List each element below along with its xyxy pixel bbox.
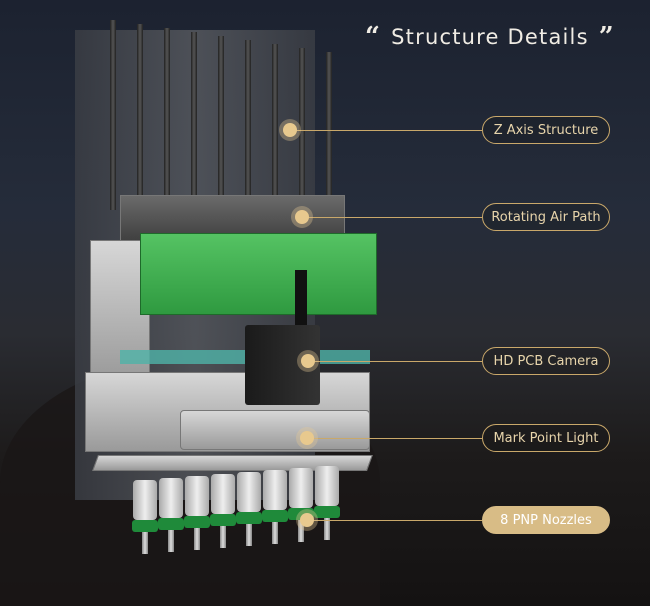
callout-label[interactable]: Z Axis Structure [482, 116, 610, 144]
z-axis-rod [272, 44, 278, 210]
callout-leader-line [307, 438, 482, 439]
callout-leader-line [307, 520, 482, 521]
callout-label[interactable]: Mark Point Light [482, 424, 610, 452]
pnp-nozzle [262, 470, 288, 544]
z-axis-rod [245, 40, 251, 210]
close-quote-icon: ” [598, 22, 615, 52]
z-axis-rod [191, 32, 197, 210]
pnp-nozzle [288, 468, 314, 542]
mark-light-ring [180, 410, 370, 450]
z-axis-rod [110, 20, 116, 210]
open-quote-icon: “ [365, 22, 382, 52]
callout-hotspot-dot[interactable] [301, 354, 315, 368]
callout-hotspot-dot[interactable] [300, 513, 314, 527]
z-axis-rod [218, 36, 224, 210]
callout-leader-line [290, 130, 482, 131]
callout-label[interactable]: HD PCB Camera [482, 347, 610, 375]
pnp-nozzle [132, 480, 158, 554]
pnp-nozzle [236, 472, 262, 546]
z-axis-rod [299, 48, 305, 210]
callout-label[interactable]: Rotating Air Path [482, 203, 610, 231]
section-title: “ Structure Details ” [365, 24, 615, 50]
z-axis-rod [326, 52, 332, 210]
pnp-nozzle [158, 478, 184, 552]
callout-leader-line [302, 217, 482, 218]
pcb-board [140, 233, 377, 315]
title-text: Structure Details [391, 25, 589, 49]
z-axis-rod [164, 28, 170, 210]
callout-hotspot-dot[interactable] [295, 210, 309, 224]
callout-leader-line [308, 361, 482, 362]
pnp-nozzle [210, 474, 236, 548]
pnp-nozzle [314, 466, 340, 540]
callout-hotspot-dot[interactable] [300, 431, 314, 445]
pnp-nozzle [184, 476, 210, 550]
camera-cable [295, 270, 307, 330]
callout-label[interactable]: 8 PNP Nozzles [482, 506, 610, 534]
z-axis-rod [137, 24, 143, 210]
callout-hotspot-dot[interactable] [283, 123, 297, 137]
